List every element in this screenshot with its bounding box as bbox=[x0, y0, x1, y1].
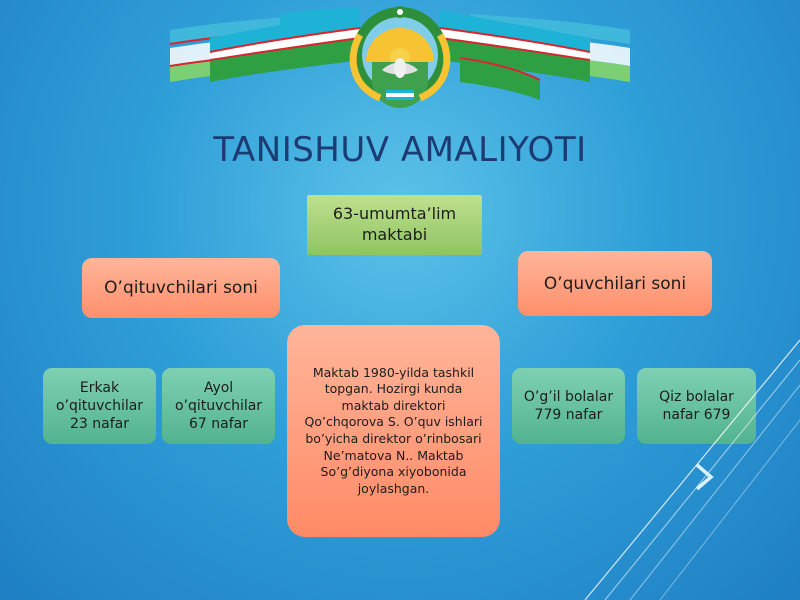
decorative-lines bbox=[584, 339, 800, 600]
page-title: TANISHUV AMALIYOTI bbox=[213, 130, 587, 170]
boys-box: O’g’il bolalar 779 nafar bbox=[512, 368, 625, 444]
school-description: Maktab 1980-yilda tashkil topgan. Hozirg… bbox=[304, 364, 483, 496]
students-heading: O’quvchilari soni bbox=[543, 273, 687, 294]
flag-left bbox=[169, 8, 361, 82]
flag-emblem-banner bbox=[169, 6, 630, 108]
state-emblem bbox=[349, 6, 451, 108]
teachers-heading-box: O’qituvchilari soni bbox=[82, 258, 280, 318]
female-teachers-label: Ayol o’qituvchilar 67 nafar bbox=[174, 379, 263, 433]
school-box: 63-umumta’lim maktabi bbox=[307, 195, 482, 255]
male-teachers-label: Erkak o’qituvchilar 23 nafar bbox=[55, 379, 144, 433]
flag-right bbox=[439, 10, 630, 100]
students-heading-box: O’quvchilari soni bbox=[518, 251, 712, 316]
boys-label: O’g’il bolalar 779 nafar bbox=[523, 388, 614, 423]
female-teachers-box: Ayol o’qituvchilar 67 nafar bbox=[162, 368, 275, 444]
next-arrow-icon[interactable] bbox=[693, 462, 715, 492]
school-description-box: Maktab 1980-yilda tashkil topgan. Hozirg… bbox=[287, 325, 500, 537]
girls-box: Qiz bolalar nafar 679 bbox=[637, 368, 756, 444]
male-teachers-box: Erkak o’qituvchilar 23 nafar bbox=[43, 368, 156, 444]
teachers-heading: O’qituvchilari soni bbox=[104, 278, 258, 298]
girls-label: Qiz bolalar nafar 679 bbox=[659, 388, 734, 423]
school-label: 63-umumta’lim maktabi bbox=[332, 204, 457, 244]
